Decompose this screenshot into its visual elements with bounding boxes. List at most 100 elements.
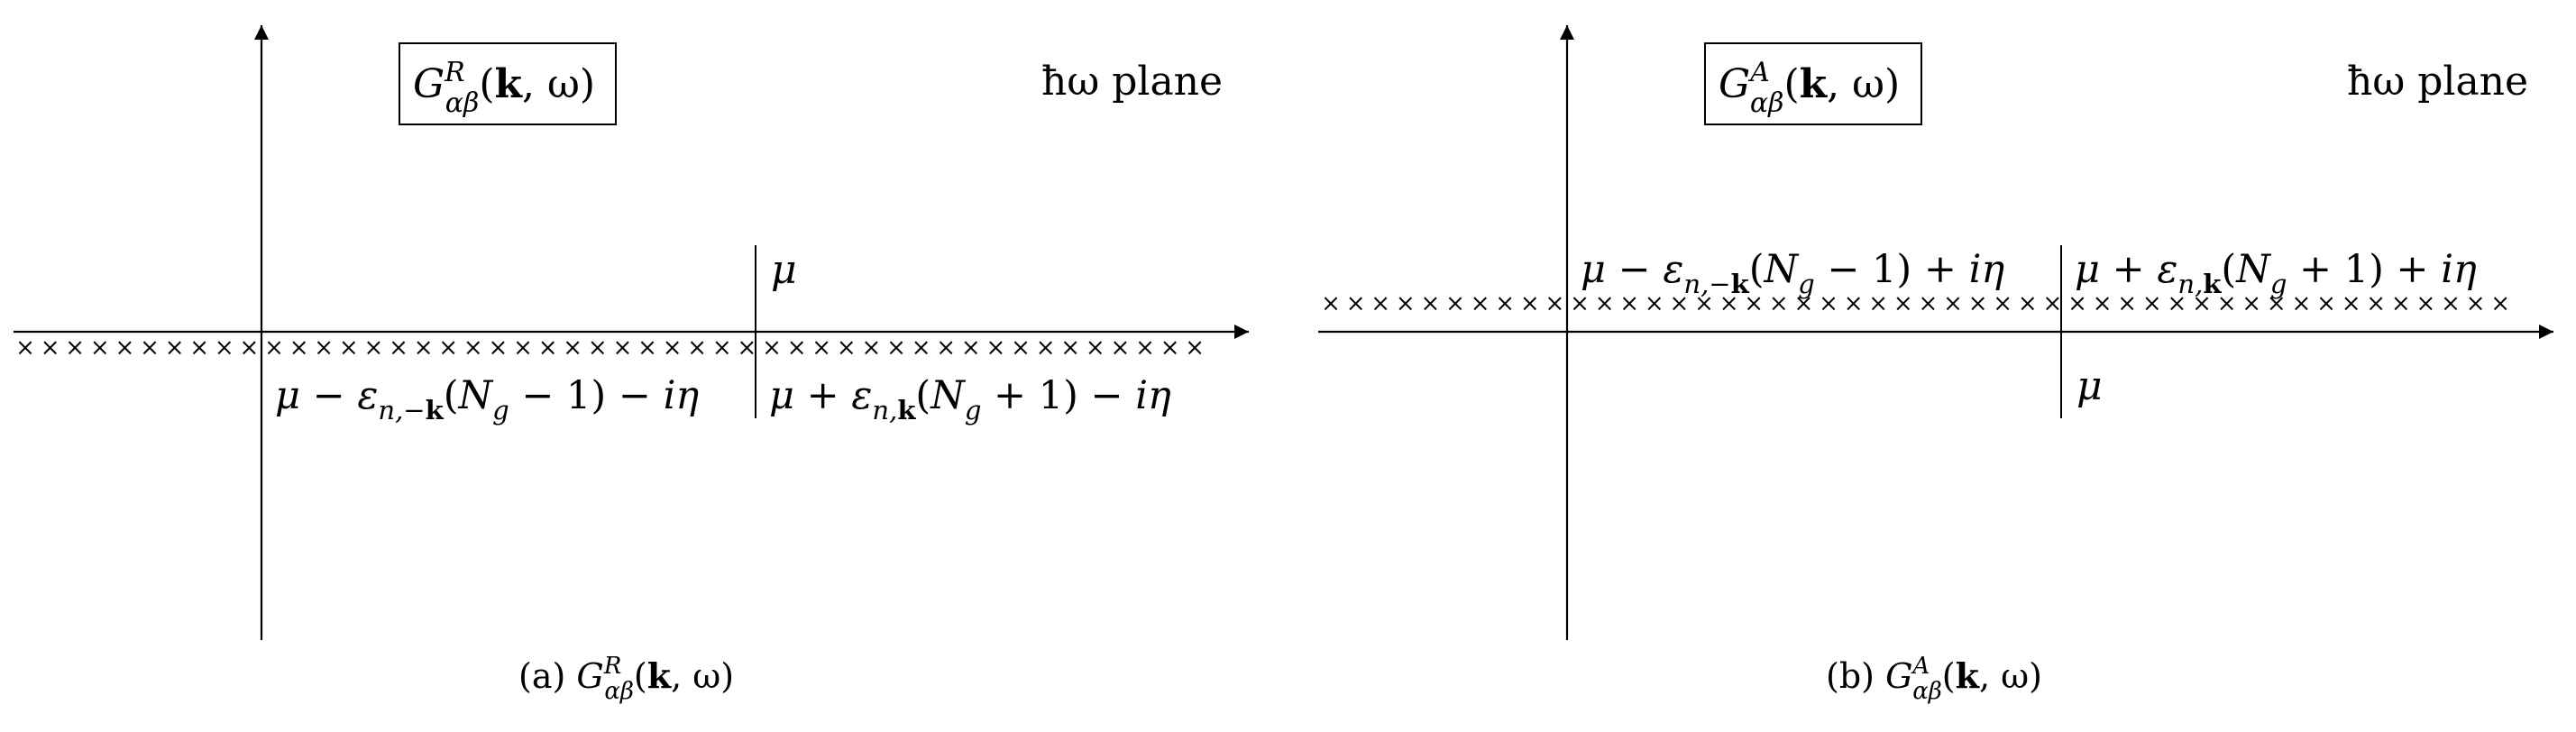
pole-marker: ×: [936, 334, 956, 361]
pole-row: ××××××××××××××××××××××××××××××××××××××××…: [1321, 290, 2510, 317]
pole-marker: ×: [1595, 290, 1615, 317]
pole-marker: ×: [837, 334, 857, 361]
pole-marker: ×: [1868, 290, 1888, 317]
pole-marker: ×: [1421, 290, 1441, 317]
pole-marker: ×: [1445, 290, 1465, 317]
left-pole-expression: μ − εn,−k(Ng − 1) + iη: [1581, 247, 2004, 299]
pole-marker: ×: [364, 334, 384, 361]
pole-row: ××××××××××××××××××××××××××××××××××××××××…: [15, 334, 1205, 361]
pole-marker: ×: [1645, 290, 1664, 317]
pole-marker: ×: [1036, 334, 1056, 361]
pole-marker: ×: [613, 334, 633, 361]
pole-marker: ×: [1893, 290, 1913, 317]
pole-marker: ×: [240, 334, 260, 361]
pole-marker: ×: [2466, 290, 2486, 317]
pole-marker: ×: [2490, 290, 2510, 317]
green-function-box: [399, 42, 617, 125]
pole-marker: ×: [2366, 290, 2386, 317]
pole-marker: ×: [1844, 290, 1864, 317]
pole-marker: ×: [2043, 290, 2063, 317]
pole-marker: ×: [2241, 290, 2261, 317]
pole-marker: ×: [2342, 290, 2361, 317]
pole-marker: ×: [1346, 290, 1366, 317]
pole-marker: ×: [2067, 290, 2087, 317]
pole-marker: ×: [115, 334, 135, 361]
pole-marker: ×: [2441, 290, 2461, 317]
pole-marker: ×: [2168, 290, 2187, 317]
pole-marker: ×: [2292, 290, 2312, 317]
mu-label: μ: [771, 247, 797, 293]
pole-marker: ×: [862, 334, 882, 361]
pole-marker: ×: [41, 334, 60, 361]
pole-marker: ×: [1819, 290, 1838, 317]
pole-marker: ×: [912, 334, 931, 361]
pole-marker: ×: [1794, 290, 1814, 317]
pole-marker: ×: [1943, 290, 1963, 317]
pole-marker: ×: [1520, 290, 1540, 317]
pole-marker: ×: [1769, 290, 1789, 317]
pole-marker: ×: [90, 334, 110, 361]
pole-marker: ×: [663, 334, 683, 361]
plane-label: ħω plane: [2347, 59, 2528, 105]
pole-marker: ×: [712, 334, 732, 361]
pole-marker: ×: [2217, 290, 2237, 317]
pole-marker: ×: [1185, 334, 1205, 361]
pole-marker: ×: [1719, 290, 1739, 317]
pole-marker: ×: [140, 334, 160, 361]
pole-marker: ×: [1670, 290, 1690, 317]
pole-marker: ×: [2391, 290, 2411, 317]
pole-marker: ×: [986, 334, 1006, 361]
pole-marker: ×: [738, 334, 757, 361]
left-pole-expression: μ − εn,−k(Ng − 1) − iη: [275, 373, 699, 425]
mu-label: μ: [2076, 363, 2103, 409]
right-pole-expression: μ + εn,k(Ng + 1) − iη: [769, 373, 1171, 425]
pole-marker: ×: [414, 334, 434, 361]
pole-marker: ×: [1086, 334, 1105, 361]
pole-marker: ×: [1570, 290, 1590, 317]
pole-marker: ×: [1619, 290, 1639, 317]
pole-marker: ×: [1135, 334, 1155, 361]
pole-marker: ×: [1919, 290, 1939, 317]
pole-marker: ×: [489, 334, 509, 361]
pole-marker: ×: [563, 334, 582, 361]
pole-marker: ×: [513, 334, 533, 361]
pole-marker: ×: [438, 334, 458, 361]
pole-marker: ×: [1694, 290, 1714, 317]
panel-b: μ ××××××××××××××××××××××××××××××××××××××…: [1318, 25, 2553, 705]
plane-label: ħω plane: [1041, 59, 1223, 105]
pole-marker: ×: [189, 334, 209, 361]
pole-marker: ×: [1545, 290, 1565, 317]
panel-a: μ ××××××××××××××××××××××××××××××××××××××…: [14, 25, 1249, 705]
pole-marker: ×: [1321, 290, 1341, 317]
pole-marker: ×: [389, 334, 408, 361]
pole-marker: ×: [2316, 290, 2336, 317]
pole-marker: ×: [2267, 290, 2287, 317]
pole-marker: ×: [2018, 290, 2038, 317]
pole-marker: ×: [215, 334, 234, 361]
pole-marker: ×: [2117, 290, 2137, 317]
pole-marker: ×: [289, 334, 309, 361]
green-function-box: [1704, 42, 1922, 125]
pole-marker: ×: [264, 334, 284, 361]
pole-marker: ×: [961, 334, 981, 361]
pole-marker: ×: [1060, 334, 1080, 361]
pole-marker: ×: [1471, 290, 1490, 317]
pole-marker: ×: [1968, 290, 1988, 317]
pole-marker: ×: [2142, 290, 2162, 317]
pole-marker: ×: [1111, 334, 1131, 361]
pole-marker: ×: [1396, 290, 1416, 317]
pole-marker: ×: [339, 334, 359, 361]
pole-marker: ×: [886, 334, 906, 361]
pole-marker: ×: [2093, 290, 2113, 317]
pole-marker: ×: [1495, 290, 1515, 317]
pole-marker: ×: [811, 334, 831, 361]
pole-marker: ×: [687, 334, 707, 361]
pole-marker: ×: [463, 334, 483, 361]
right-pole-expression: μ + εn,k(Ng + 1) + iη: [2075, 247, 2477, 299]
pole-marker: ×: [65, 334, 85, 361]
pole-marker: ×: [2416, 290, 2436, 317]
pole-marker: ×: [1160, 334, 1180, 361]
